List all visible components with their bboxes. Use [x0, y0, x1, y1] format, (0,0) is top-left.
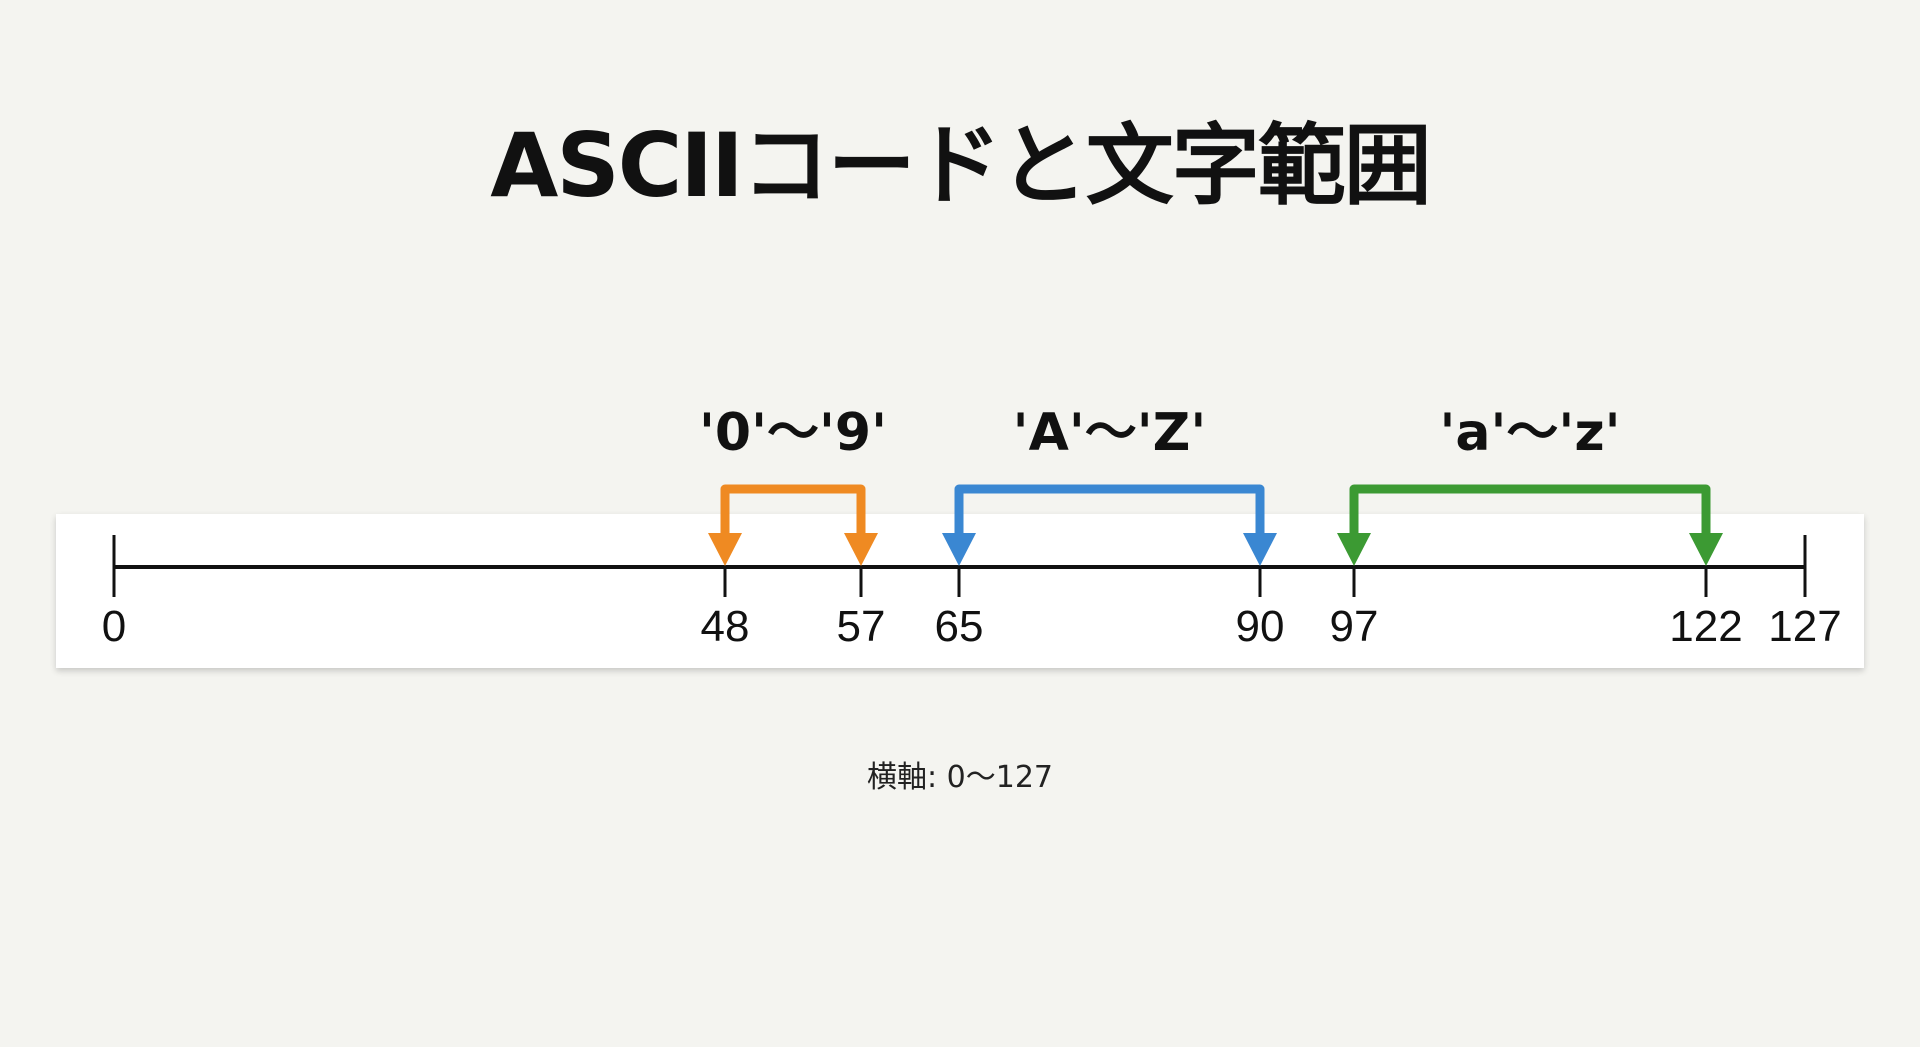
axis-caption: 横軸: 0〜127: [867, 760, 1053, 795]
tick-label-48: 48: [701, 602, 750, 651]
range-label-1: 'A'〜'Z': [1013, 403, 1207, 463]
tick-label-57: 57: [837, 602, 886, 651]
arrowhead-start-0: [708, 533, 742, 566]
arrowhead-end-1: [1243, 533, 1277, 566]
tick-label-122: 122: [1669, 602, 1742, 651]
tick-label-90: 90: [1236, 602, 1285, 651]
range-label-0: '0'〜'9': [699, 403, 887, 463]
tick-label-65: 65: [935, 602, 984, 651]
arrowhead-end-2: [1689, 533, 1723, 566]
arrowhead-start-2: [1337, 533, 1371, 566]
arrowhead-start-1: [942, 533, 976, 566]
arrowhead-end-0: [844, 533, 878, 566]
range-bracket-1: [954, 484, 1265, 535]
tick-label-127: 127: [1768, 602, 1841, 651]
tick-label-97: 97: [1330, 602, 1379, 651]
tick-label-0: 0: [102, 602, 126, 651]
range-label-2: 'a'〜'z': [1439, 403, 1620, 463]
page-title: ASCIIコードと文字範囲: [490, 114, 1432, 217]
range-bracket-2: [1349, 484, 1711, 535]
range-bracket-0: [720, 484, 866, 535]
